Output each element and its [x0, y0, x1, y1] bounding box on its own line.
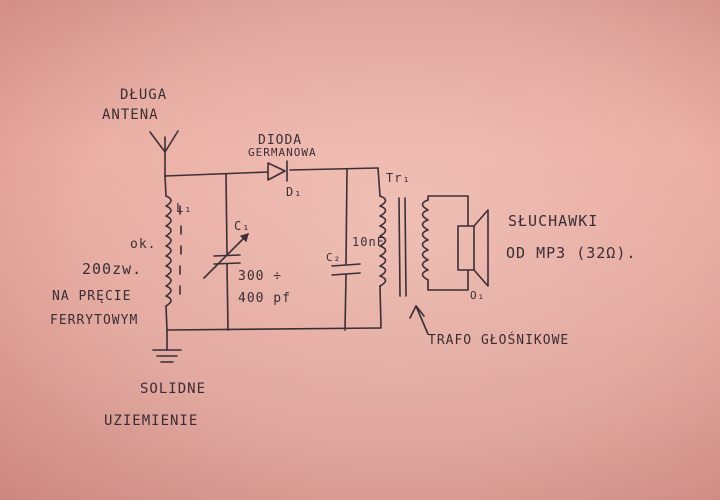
- coil-note-line2: 200zw.: [82, 260, 143, 278]
- transformer-reference: Tr₁: [386, 171, 411, 185]
- trafo-pointer-arrow: [415, 305, 429, 335]
- top-wire-left: [164, 171, 269, 177]
- ground-label-line2: UZIEMIENIE: [104, 413, 199, 429]
- bottom-wire: [166, 327, 381, 331]
- capacitor-c1-value-line2: 400 pf: [238, 291, 291, 306]
- capacitor-c2-symbol: [331, 168, 361, 331]
- coil-l1-symbol: [164, 175, 182, 331]
- coil-reference: L₁: [176, 201, 193, 215]
- headphones-label-line2: OD MP3 (32Ω).: [506, 244, 637, 262]
- speaker-o1-symbol: [457, 209, 489, 287]
- headphones-label-line1: SŁUCHAWKI: [508, 212, 599, 230]
- coil-note-line1: ok.: [130, 237, 157, 252]
- coil-note-line4: FERRYTOWYM: [50, 313, 139, 328]
- ground-label-line1: SOLIDNE: [140, 381, 207, 397]
- diode-label-line2: GERMANOWA: [248, 146, 317, 159]
- diode-d1-symbol: [267, 160, 288, 182]
- antenna-label-line2: ANTENA: [102, 107, 159, 123]
- transformer-label: TRAFO GŁOŚNIKOWE: [428, 333, 570, 348]
- antenna-symbol: [149, 130, 179, 177]
- capacitor-c1-value-line1: 300 ÷: [238, 269, 283, 284]
- coil-note-line3: NA PRĘCIE: [52, 289, 132, 304]
- top-wire-right: [289, 167, 379, 171]
- capacitor-c2-reference: C₂: [326, 251, 342, 264]
- antenna-label-line1: DŁUGA: [120, 87, 168, 103]
- diode-reference: D₁: [286, 185, 303, 199]
- capacitor-c1-symbol: [203, 173, 249, 331]
- ground-symbol: [152, 329, 182, 363]
- capacitor-c1-reference: C₁: [234, 219, 251, 233]
- headphones-reference: O₁: [470, 289, 486, 302]
- transformer-tr1-symbol: [377, 167, 469, 329]
- diode-label-line1: DIODA: [258, 133, 303, 148]
- capacitor-c2-value: 10nF: [352, 235, 385, 249]
